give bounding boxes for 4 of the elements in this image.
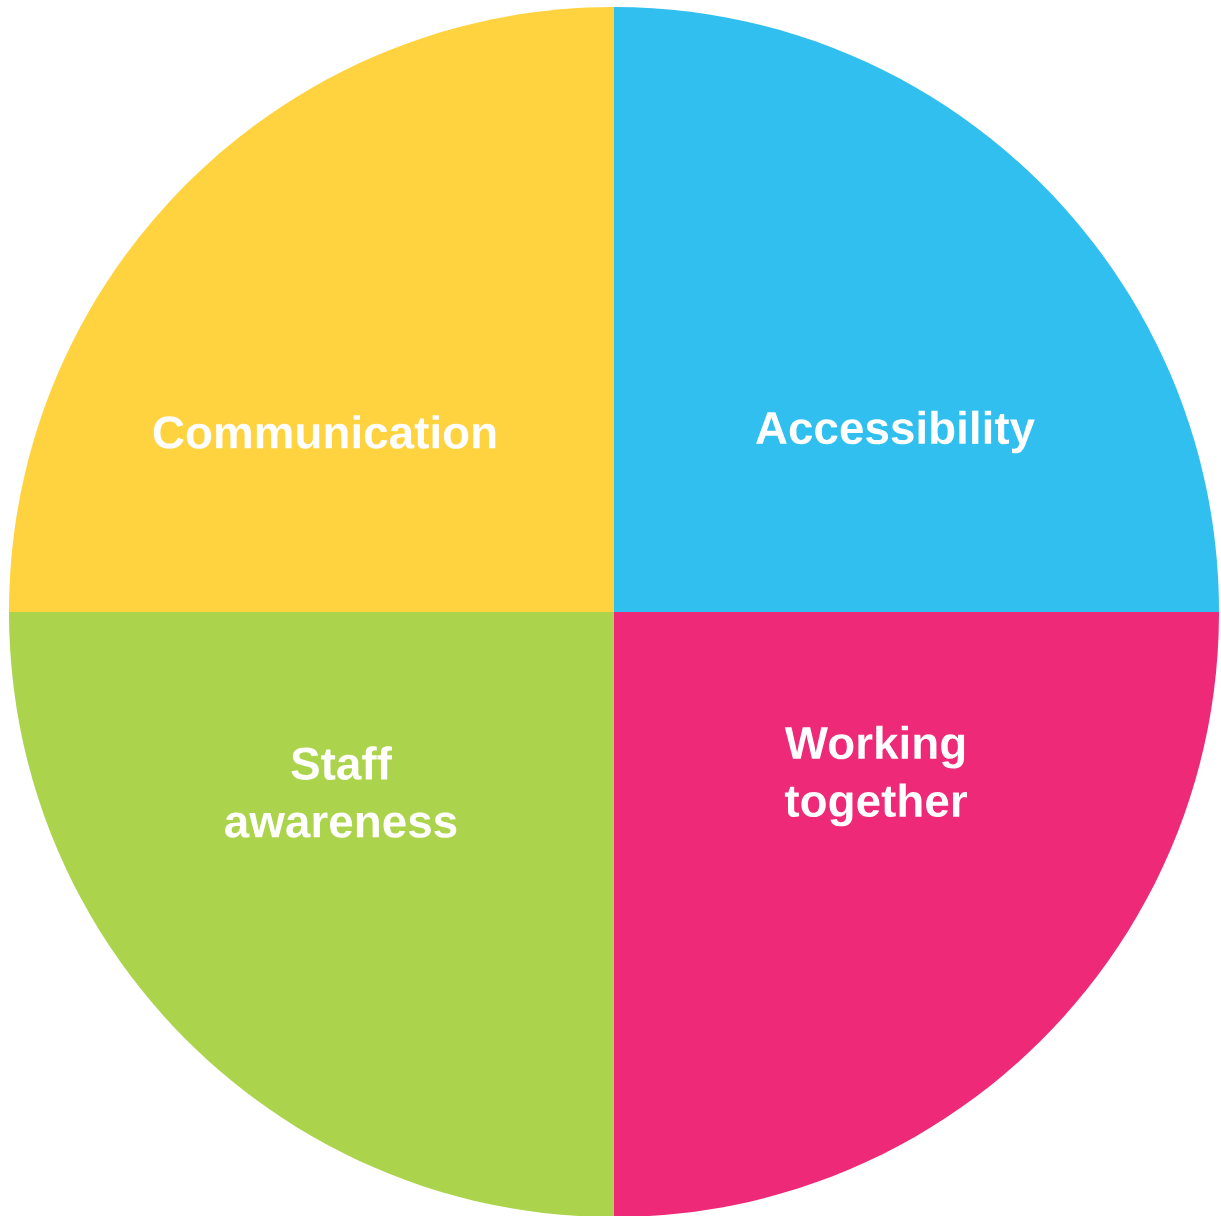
- quadrant-segment: Working together: [614, 612, 1219, 1216]
- quadrant-segment: Staff awareness: [9, 612, 614, 1216]
- quadrant-segment: Communication: [9, 7, 614, 612]
- quadrant-segment: Accessibility: [614, 7, 1219, 612]
